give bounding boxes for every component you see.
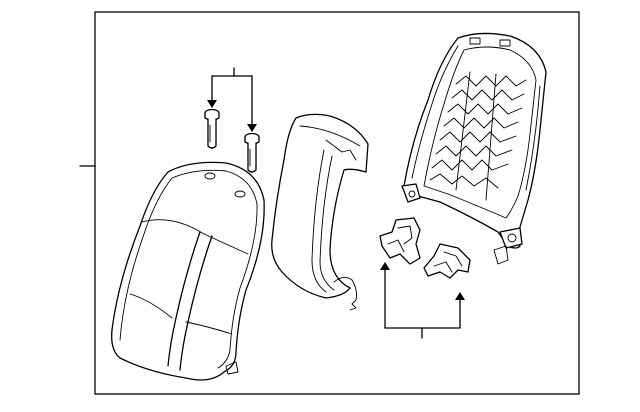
seat-back-cover-pad (271, 113, 369, 311)
bracket-left (379, 217, 421, 265)
guide-pin-left (204, 108, 220, 149)
pin-arrow-right (247, 124, 257, 132)
diagram-frame (94, 11, 580, 395)
bracket-arrow-right (455, 292, 465, 300)
seat-back-cushion (111, 161, 265, 381)
pin-arrow-left (207, 100, 217, 108)
bracket-arrow-left (380, 262, 390, 270)
guide-pins (204, 67, 260, 173)
seat-back-frame (401, 32, 547, 265)
guide-pin-right (244, 132, 260, 173)
brackets (379, 217, 471, 339)
bracket-right (423, 243, 471, 279)
